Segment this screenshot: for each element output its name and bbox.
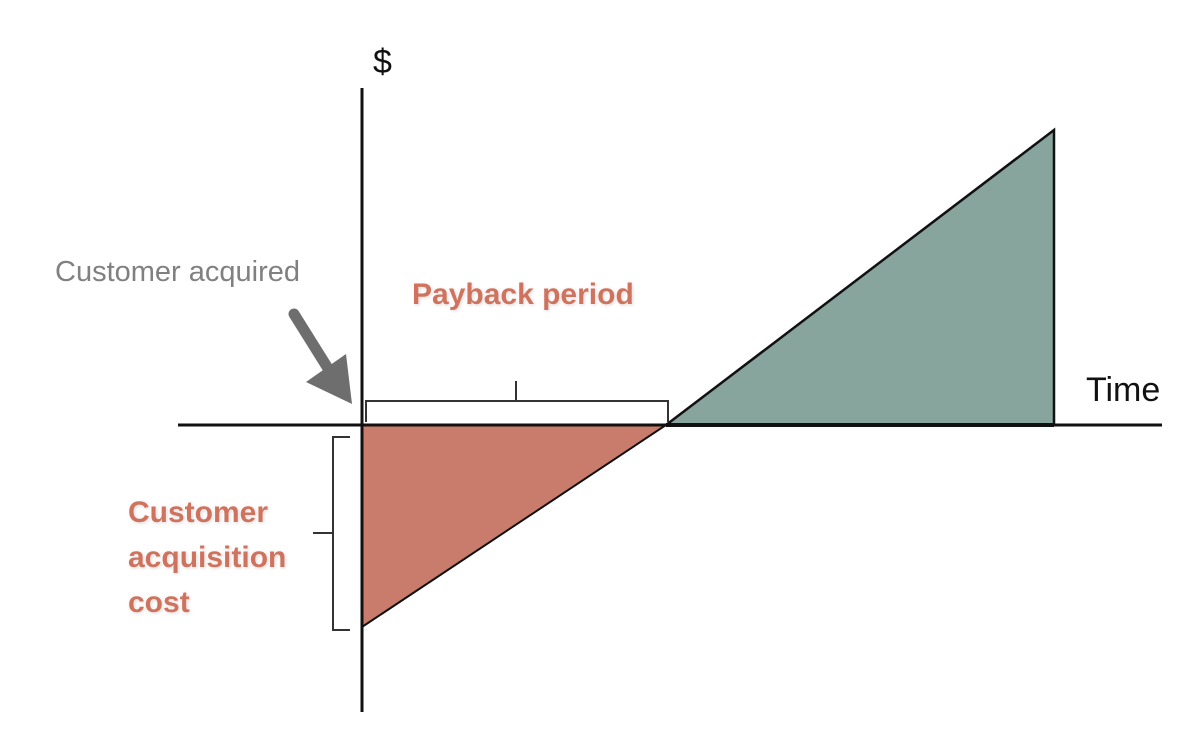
- profit-area: [662, 127, 1056, 427]
- payback-period-bracket: [365, 381, 669, 422]
- acquisition-cost-bracket: [313, 436, 350, 631]
- payback-period-label: Payback period: [412, 278, 634, 311]
- customer-acquired-label: Customer acquired: [55, 256, 300, 288]
- x-axis-label: Time: [1086, 371, 1161, 409]
- arrow-down-right-icon: [288, 308, 352, 404]
- cac-label-line-1: Customer: [128, 496, 269, 529]
- customer-acquisition-cost-label: Customer acquisition cost: [128, 490, 286, 625]
- cac-label-line-3: cost: [128, 586, 190, 619]
- y-axis-label: $: [373, 43, 392, 81]
- cac-label-line-2: acquisition: [128, 541, 287, 574]
- acquisition-cost-area: [361, 424, 670, 629]
